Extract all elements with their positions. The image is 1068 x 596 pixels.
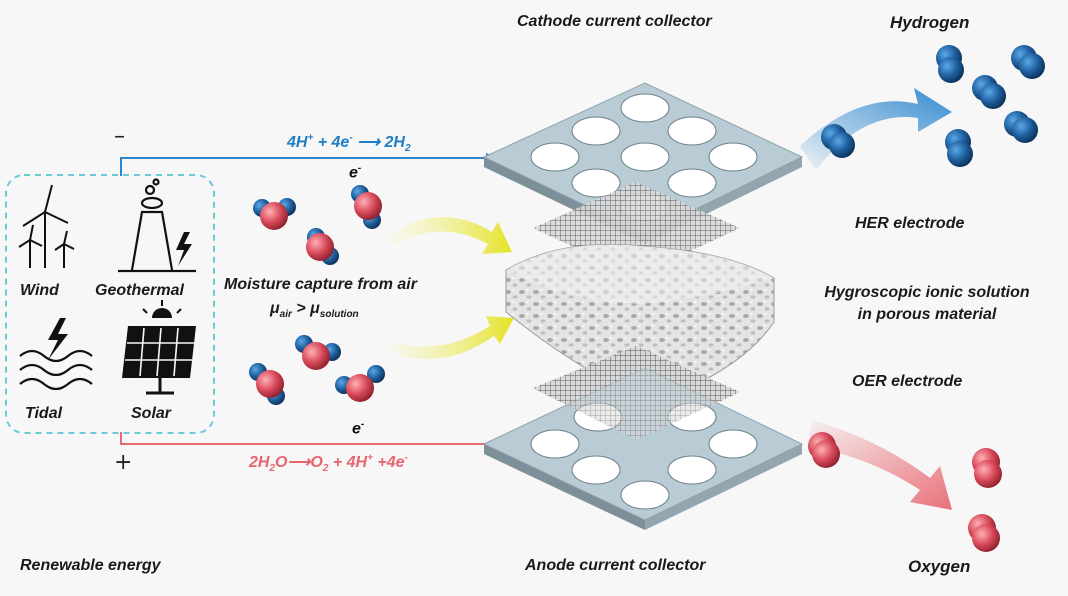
water-molecule (351, 185, 382, 229)
anode-plate (482, 346, 804, 530)
solar-panel-icon (122, 300, 196, 395)
hygroscopic-label-line2: in porous material (857, 306, 997, 323)
her-electrode-label: HER electrode (855, 215, 965, 232)
moisture-arrow-top (388, 216, 512, 254)
cathode-wire (120, 157, 492, 176)
oxygen-molecule (968, 514, 1000, 552)
water-molecule (306, 228, 339, 265)
anode-collector-label: Anode current collector (525, 557, 706, 574)
hygroscopic-label-line1: Hygroscopic ionic solution (824, 284, 1030, 301)
cathode-plate (482, 82, 804, 244)
oxygen-molecule (972, 448, 1002, 488)
water-molecule (295, 335, 341, 370)
cathode-reaction-equation: 4H+ + 4e- ⟶ 2H2 (287, 132, 411, 155)
geothermal-label: Geothermal (95, 282, 184, 299)
hydrogen-label: Hydrogen (890, 13, 970, 32)
hydrogen-molecule (821, 124, 855, 158)
chemical-potential-label: μair > μsolution (270, 300, 359, 321)
hydrogen-molecule (936, 45, 964, 83)
anode-wire (120, 432, 492, 445)
oer-electrode-label: OER electrode (852, 373, 963, 390)
hydrogen-molecule (972, 75, 1006, 109)
moisture-arrow-bottom (388, 316, 514, 360)
wind-turbine-icon (18, 184, 75, 268)
porous-block (505, 243, 775, 403)
solar-label: Solar (131, 405, 172, 422)
positive-terminal-sign: + (114, 450, 133, 475)
oxygen-arrow (808, 420, 952, 510)
hydrogen-molecules (821, 45, 1045, 167)
renewable-box (5, 174, 215, 434)
water-molecule (253, 198, 296, 230)
anode-reaction-equation: 2H2O⟶O2 + 4H+ +4e- (249, 452, 408, 475)
tidal-label: Tidal (25, 405, 63, 422)
water-molecules (249, 185, 385, 405)
hydrogen-molecule (1004, 111, 1038, 143)
upper-mesh (533, 182, 740, 276)
water-molecule (335, 365, 385, 402)
water-molecule (249, 363, 285, 405)
hydrogen-arrow (800, 88, 952, 170)
cathode-collector-label: Cathode current collector (517, 13, 712, 30)
oxygen-label: Oxygen (908, 557, 971, 576)
negative-terminal-sign: – (114, 124, 125, 149)
electron-label-bottom: e- (352, 419, 365, 438)
geothermal-icon (118, 178, 196, 273)
tidal-icon (19, 318, 93, 391)
moisture-capture-label: Moisture capture from air (224, 276, 417, 293)
oxygen-molecules (808, 432, 1002, 552)
renewable-energy-label: Renewable energy (20, 557, 161, 574)
hydrogen-molecule (945, 129, 973, 167)
electron-label-top: e- (349, 163, 362, 182)
hydrogen-molecule (1011, 45, 1045, 79)
oxygen-molecule (808, 432, 840, 468)
wind-label: Wind (20, 282, 59, 299)
